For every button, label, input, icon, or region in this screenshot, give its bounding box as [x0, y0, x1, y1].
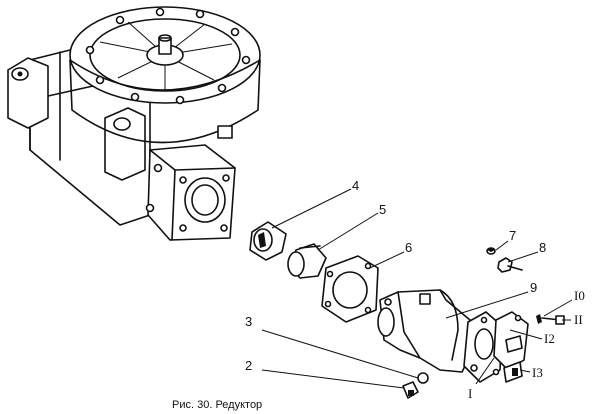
callout-4: 4 [352, 178, 359, 193]
callout-12: I2 [544, 331, 555, 346]
part-10-11-bolt [536, 314, 565, 325]
callout-2: 2 [245, 358, 252, 373]
callout-13: I3 [532, 365, 543, 380]
leader-lines [261, 188, 573, 389]
part-5-sleeve [287, 243, 327, 279]
part-3-ball [417, 372, 429, 384]
part-12-13-flange [463, 311, 529, 383]
part-1-flange-mark [470, 364, 478, 372]
part-4-coupling [249, 221, 287, 261]
part-6-gasket [321, 255, 379, 323]
callout-8: 8 [539, 240, 546, 255]
callout-3: 3 [245, 314, 252, 329]
callout-1: I [468, 386, 472, 401]
callout-10: I0 [574, 288, 585, 303]
part-8-bolt [497, 257, 523, 273]
figure-caption: Рис. 30. Редуктор [172, 399, 262, 411]
callout-9: 9 [530, 280, 537, 295]
callout-labels: 4 5 6 7 8 9 I0 II I2 I3 I 3 2 [245, 178, 585, 401]
part-2-plug [402, 381, 419, 399]
callout-11: II [574, 312, 583, 327]
callout-6: 6 [405, 240, 412, 255]
part-9-elbow [377, 289, 475, 373]
gearbox-housing [7, 6, 261, 241]
part-7-washer [486, 247, 496, 255]
callout-7: 7 [509, 228, 516, 243]
callout-5: 5 [379, 202, 386, 217]
